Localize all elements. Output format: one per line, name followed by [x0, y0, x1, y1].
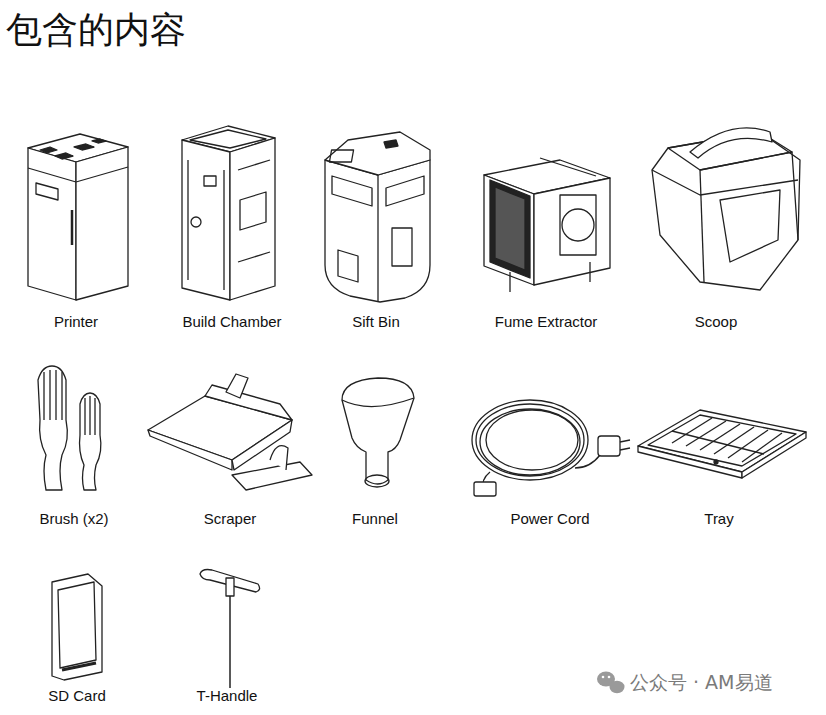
- brush-drawing: [38, 366, 101, 490]
- scraper-drawing: [148, 374, 312, 490]
- part-label: T-Handle: [197, 687, 258, 704]
- printer-drawing: [28, 134, 128, 300]
- part-label: Sift Bin: [352, 313, 400, 330]
- power-cord-drawing: [472, 400, 630, 496]
- sift-bin-drawing: [325, 132, 430, 302]
- part-label: Scraper: [204, 510, 257, 527]
- funnel-drawing: [342, 378, 414, 487]
- part-label: Build Chamber: [182, 313, 281, 330]
- part-label: Fume Extractor: [495, 313, 598, 330]
- build-chamber-drawing: [182, 126, 275, 300]
- part-label: Tray: [704, 510, 733, 527]
- part-label: Printer: [54, 313, 98, 330]
- part-label: Power Cord: [510, 510, 589, 527]
- fume-extractor-drawing: [484, 158, 610, 292]
- part-label: Brush (x2): [39, 510, 108, 527]
- t-handle-drawing: [200, 570, 260, 689]
- part-label: Scoop: [695, 313, 738, 330]
- part-label: Funnel: [352, 510, 398, 527]
- wechat-icon: [597, 672, 625, 694]
- page-title: 包含的内容: [6, 6, 186, 55]
- sd-card-drawing: [52, 574, 102, 680]
- scoop-drawing: [652, 128, 800, 290]
- part-label: SD Card: [48, 687, 106, 704]
- watermark: 公众号 · AM易道: [630, 670, 773, 696]
- tray-drawing: [638, 410, 806, 478]
